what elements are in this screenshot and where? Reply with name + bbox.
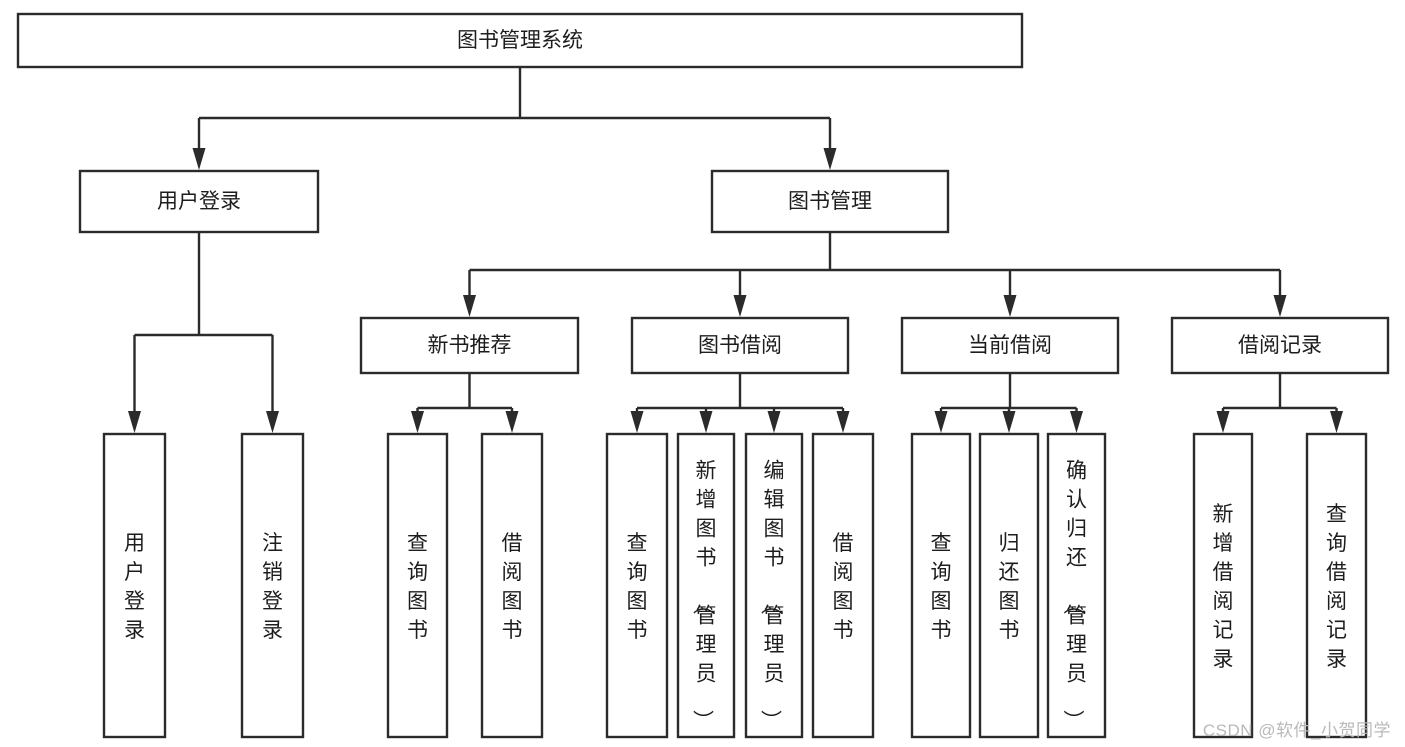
arrow-head-icon <box>1002 411 1016 433</box>
connector-group-root <box>192 67 837 170</box>
node-leaf-query-record[interactable]: 查询借阅记录 <box>1305 432 1368 739</box>
node-leaf-query-book-cur[interactable]: 查询图书 <box>910 432 972 739</box>
node-label: 确认归还（管理员） <box>1061 460 1087 731</box>
node-leaf-query-book-borrow[interactable]: 查询图书 <box>605 432 669 739</box>
arrow-head-icon <box>128 411 141 433</box>
node-box[interactable] <box>1170 316 1390 375</box>
node-box[interactable] <box>386 432 449 739</box>
node-book-borrow[interactable]: 图书借阅 <box>630 316 850 375</box>
node-label: 新书推荐 <box>428 334 512 357</box>
arrow-head-icon <box>1330 411 1343 433</box>
node-borrow-record[interactable]: 借阅记录 <box>1170 316 1390 375</box>
node-label: 借阅图书 <box>833 532 854 642</box>
arrow-head-icon <box>630 411 644 433</box>
node-leaf-user-login[interactable]: 用户登录 <box>102 432 167 739</box>
node-leaf-confirm-return[interactable]: 确认归还（管理员） <box>1046 432 1107 739</box>
arrow-head-icon <box>699 411 713 433</box>
node-label: 用户登录 <box>157 190 241 213</box>
node-label: 图书管理 <box>788 190 872 213</box>
node-box[interactable] <box>359 316 580 375</box>
arrow-head-icon <box>934 411 948 433</box>
node-current-borrow[interactable]: 当前借阅 <box>900 316 1120 375</box>
connector-group-book-borrow <box>630 373 850 433</box>
node-label: 编辑图书（管理员） <box>759 460 785 731</box>
node-label: 图书借阅 <box>698 334 782 357</box>
node-box[interactable] <box>102 432 167 739</box>
node-leaf-borrow-book-rec[interactable]: 借阅图书 <box>480 432 544 739</box>
node-label: 查询图书 <box>407 532 428 642</box>
node-box[interactable] <box>78 169 320 234</box>
node-new-book-recommend[interactable]: 新书推荐 <box>359 316 580 375</box>
node-label: 当前借阅 <box>968 334 1052 357</box>
arrow-head-icon <box>767 411 781 433</box>
arrow-head-icon <box>1216 411 1230 433</box>
arrow-head-icon <box>463 295 476 317</box>
arrow-head-icon <box>1273 295 1287 317</box>
node-box[interactable] <box>1305 432 1368 739</box>
arrow-head-icon <box>1003 295 1017 317</box>
arrow-head-icon <box>411 411 424 433</box>
node-label: 图书管理系统 <box>457 29 583 52</box>
node-box[interactable] <box>605 432 669 739</box>
connector-group-borrow-record <box>1216 373 1343 433</box>
node-box[interactable] <box>480 432 544 739</box>
node-label: 借阅图书 <box>502 532 523 642</box>
node-box[interactable] <box>744 432 804 739</box>
node-layer: 图书管理系统用户登录图书管理新书推荐图书借阅当前借阅借阅记录用户登录注销登录查询… <box>16 12 1390 739</box>
arrow-head-icon <box>192 148 206 170</box>
node-leaf-query-book-rec[interactable]: 查询图书 <box>386 432 449 739</box>
node-box[interactable] <box>811 432 875 739</box>
connector-group-new-book-recommend <box>411 373 519 433</box>
node-box[interactable] <box>910 432 972 739</box>
node-leaf-add-record[interactable]: 新增借阅记录 <box>1192 432 1254 739</box>
arrow-head-icon <box>505 411 519 433</box>
arrow-head-icon <box>823 148 837 170</box>
node-root[interactable]: 图书管理系统 <box>16 12 1024 69</box>
node-box[interactable] <box>240 432 305 739</box>
node-leaf-add-book[interactable]: 新增图书（管理员） <box>676 432 736 739</box>
node-label: 新增图书（管理员） <box>691 460 717 731</box>
connector-group-user-login <box>128 232 279 433</box>
node-box[interactable] <box>1192 432 1254 739</box>
node-box[interactable] <box>630 316 850 375</box>
node-box[interactable] <box>16 12 1024 69</box>
node-leaf-logout[interactable]: 注销登录 <box>240 432 305 739</box>
connector-group-current-borrow <box>934 373 1083 433</box>
connector-group-book-manage <box>463 232 1287 317</box>
node-box[interactable] <box>900 316 1120 375</box>
arrow-head-icon <box>733 295 747 317</box>
node-leaf-edit-book[interactable]: 编辑图书（管理员） <box>744 432 804 739</box>
node-label: 查询借阅记录 <box>1326 503 1347 671</box>
node-leaf-return-book[interactable]: 归还图书 <box>978 432 1040 739</box>
node-label: 查询图书 <box>627 532 648 642</box>
node-label: 用户登录 <box>124 532 145 642</box>
node-label: 查询图书 <box>931 532 952 642</box>
node-label: 借阅记录 <box>1238 334 1322 357</box>
node-book-manage[interactable]: 图书管理 <box>710 169 950 234</box>
arrow-head-icon <box>266 411 279 433</box>
node-label: 归还图书 <box>999 532 1020 642</box>
connector-layer <box>128 67 1343 433</box>
node-user-login[interactable]: 用户登录 <box>78 169 320 234</box>
node-label: 注销登录 <box>262 532 283 642</box>
arrow-head-icon <box>1070 411 1083 433</box>
node-label: 新增借阅记录 <box>1213 503 1234 671</box>
node-box[interactable] <box>978 432 1040 739</box>
node-leaf-borrow-book[interactable]: 借阅图书 <box>811 432 875 739</box>
arrow-head-icon <box>836 411 850 433</box>
node-box[interactable] <box>710 169 950 234</box>
node-box[interactable] <box>676 432 736 739</box>
node-box[interactable] <box>1046 432 1107 739</box>
